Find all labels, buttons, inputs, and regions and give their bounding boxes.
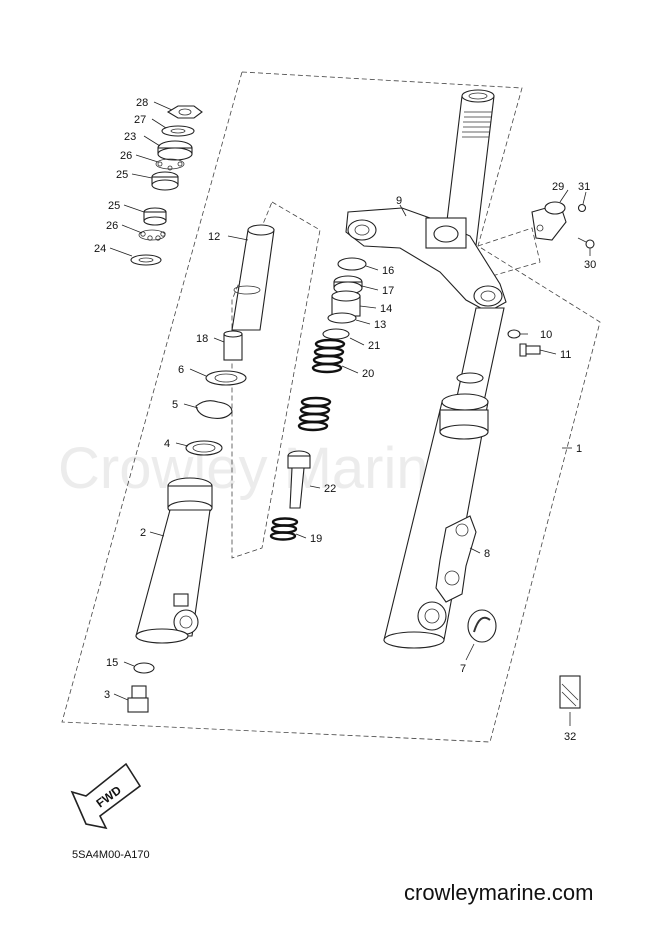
- callouts: 28 27 23 26 25 25 26 24 9 29 31 30 10 11…: [94, 97, 596, 743]
- callout-17: 17: [382, 285, 394, 297]
- callout-14: 14: [380, 303, 392, 315]
- callout-24: 24: [94, 243, 106, 255]
- bracket-29: [531, 201, 567, 241]
- leader-lines: [109, 101, 591, 726]
- callout-4: 4: [164, 438, 170, 450]
- washer-10: [507, 329, 521, 339]
- callout-10: 10: [540, 329, 552, 341]
- bracket-8: [435, 515, 477, 603]
- ring-nut-28: [166, 105, 203, 119]
- callout-11: 11: [560, 349, 571, 361]
- callout-26-lower: 26: [106, 220, 118, 232]
- screw-31: [577, 203, 587, 213]
- washer-27: [161, 125, 195, 137]
- bolt-3: [127, 685, 149, 713]
- callout-25-lower: 25: [108, 200, 120, 212]
- callout-7: 7: [460, 663, 466, 675]
- callout-13: 13: [374, 319, 386, 331]
- spring-19: [269, 517, 299, 541]
- callout-12: 12: [208, 231, 220, 243]
- callout-22: 22: [324, 483, 336, 495]
- fwd-arrow[interactable]: FWD: [70, 762, 142, 830]
- callout-2: 2: [140, 527, 146, 539]
- callout-5: 5: [172, 399, 178, 411]
- clip-5: [195, 400, 233, 419]
- emblem-7: [467, 609, 497, 643]
- callout-16: 16: [382, 265, 394, 277]
- callout-29: 29: [552, 181, 564, 193]
- inner-tube-12: [231, 229, 275, 331]
- callout-18: 18: [196, 333, 208, 345]
- callout-9: 9: [396, 195, 402, 207]
- oil-seal-6: [205, 370, 247, 386]
- fork-leg-assembly-1: [383, 307, 505, 649]
- website-text[interactable]: crowleymarine.com: [404, 880, 594, 905]
- callout-25-upper: 25: [116, 169, 128, 181]
- collar-18: [223, 333, 243, 361]
- fork-internals: [185, 224, 367, 541]
- drawing-code: 5SA4M00-A170: [72, 849, 150, 861]
- o-ring-13: [327, 312, 357, 324]
- outer-tube-2: [135, 477, 213, 644]
- callout-31: 31: [578, 181, 590, 193]
- watermark-text: Crowley Marine: [58, 436, 461, 501]
- callout-1: 1: [576, 443, 582, 455]
- steering-stem-assembly: [345, 89, 507, 313]
- callout-28: 28: [136, 97, 148, 109]
- callout-8: 8: [484, 548, 490, 560]
- bracket-link-boundary: [477, 227, 541, 277]
- plug-16: [337, 257, 367, 271]
- label-32: [559, 675, 581, 709]
- callout-23: 23: [124, 131, 136, 143]
- callout-20: 20: [362, 368, 374, 380]
- screw-30: [577, 237, 595, 249]
- callout-32: 32: [564, 731, 576, 743]
- washer-15: [133, 662, 155, 674]
- callout-27: 27: [134, 114, 146, 126]
- o-ring-21: [322, 328, 350, 340]
- dust-seal-24: [130, 254, 162, 266]
- bolt-11: [519, 343, 541, 357]
- damper-rod-22: [287, 450, 311, 509]
- washer-4: [185, 440, 223, 456]
- assembly-boundary: [61, 71, 601, 743]
- callout-19: 19: [310, 533, 322, 545]
- internals-boundary: [231, 201, 321, 559]
- spring-20: [297, 338, 346, 432]
- callout-3: 3: [104, 689, 110, 701]
- callout-21: 21: [368, 340, 380, 352]
- callout-30: 30: [584, 259, 596, 271]
- bearing-26-upper: [155, 158, 185, 170]
- callout-15: 15: [106, 657, 118, 669]
- callout-26-upper: 26: [120, 150, 132, 162]
- callout-6: 6: [178, 364, 184, 376]
- steering-head-stack: [130, 105, 203, 266]
